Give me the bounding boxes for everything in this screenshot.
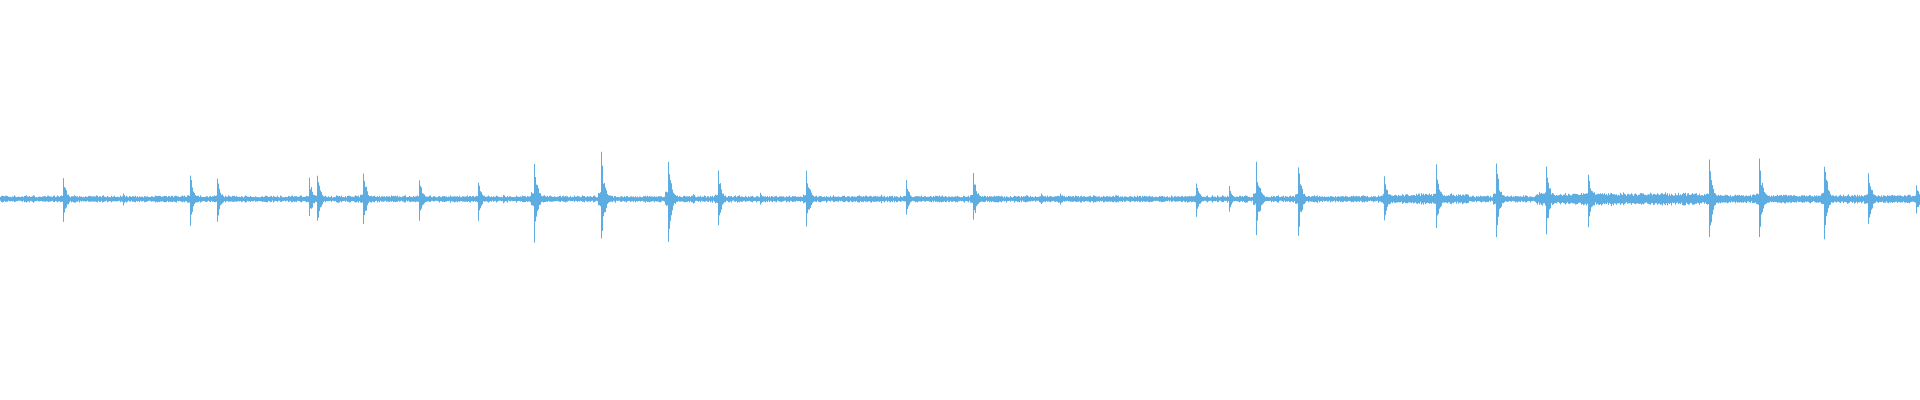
waveform-signal (0, 151, 1920, 243)
